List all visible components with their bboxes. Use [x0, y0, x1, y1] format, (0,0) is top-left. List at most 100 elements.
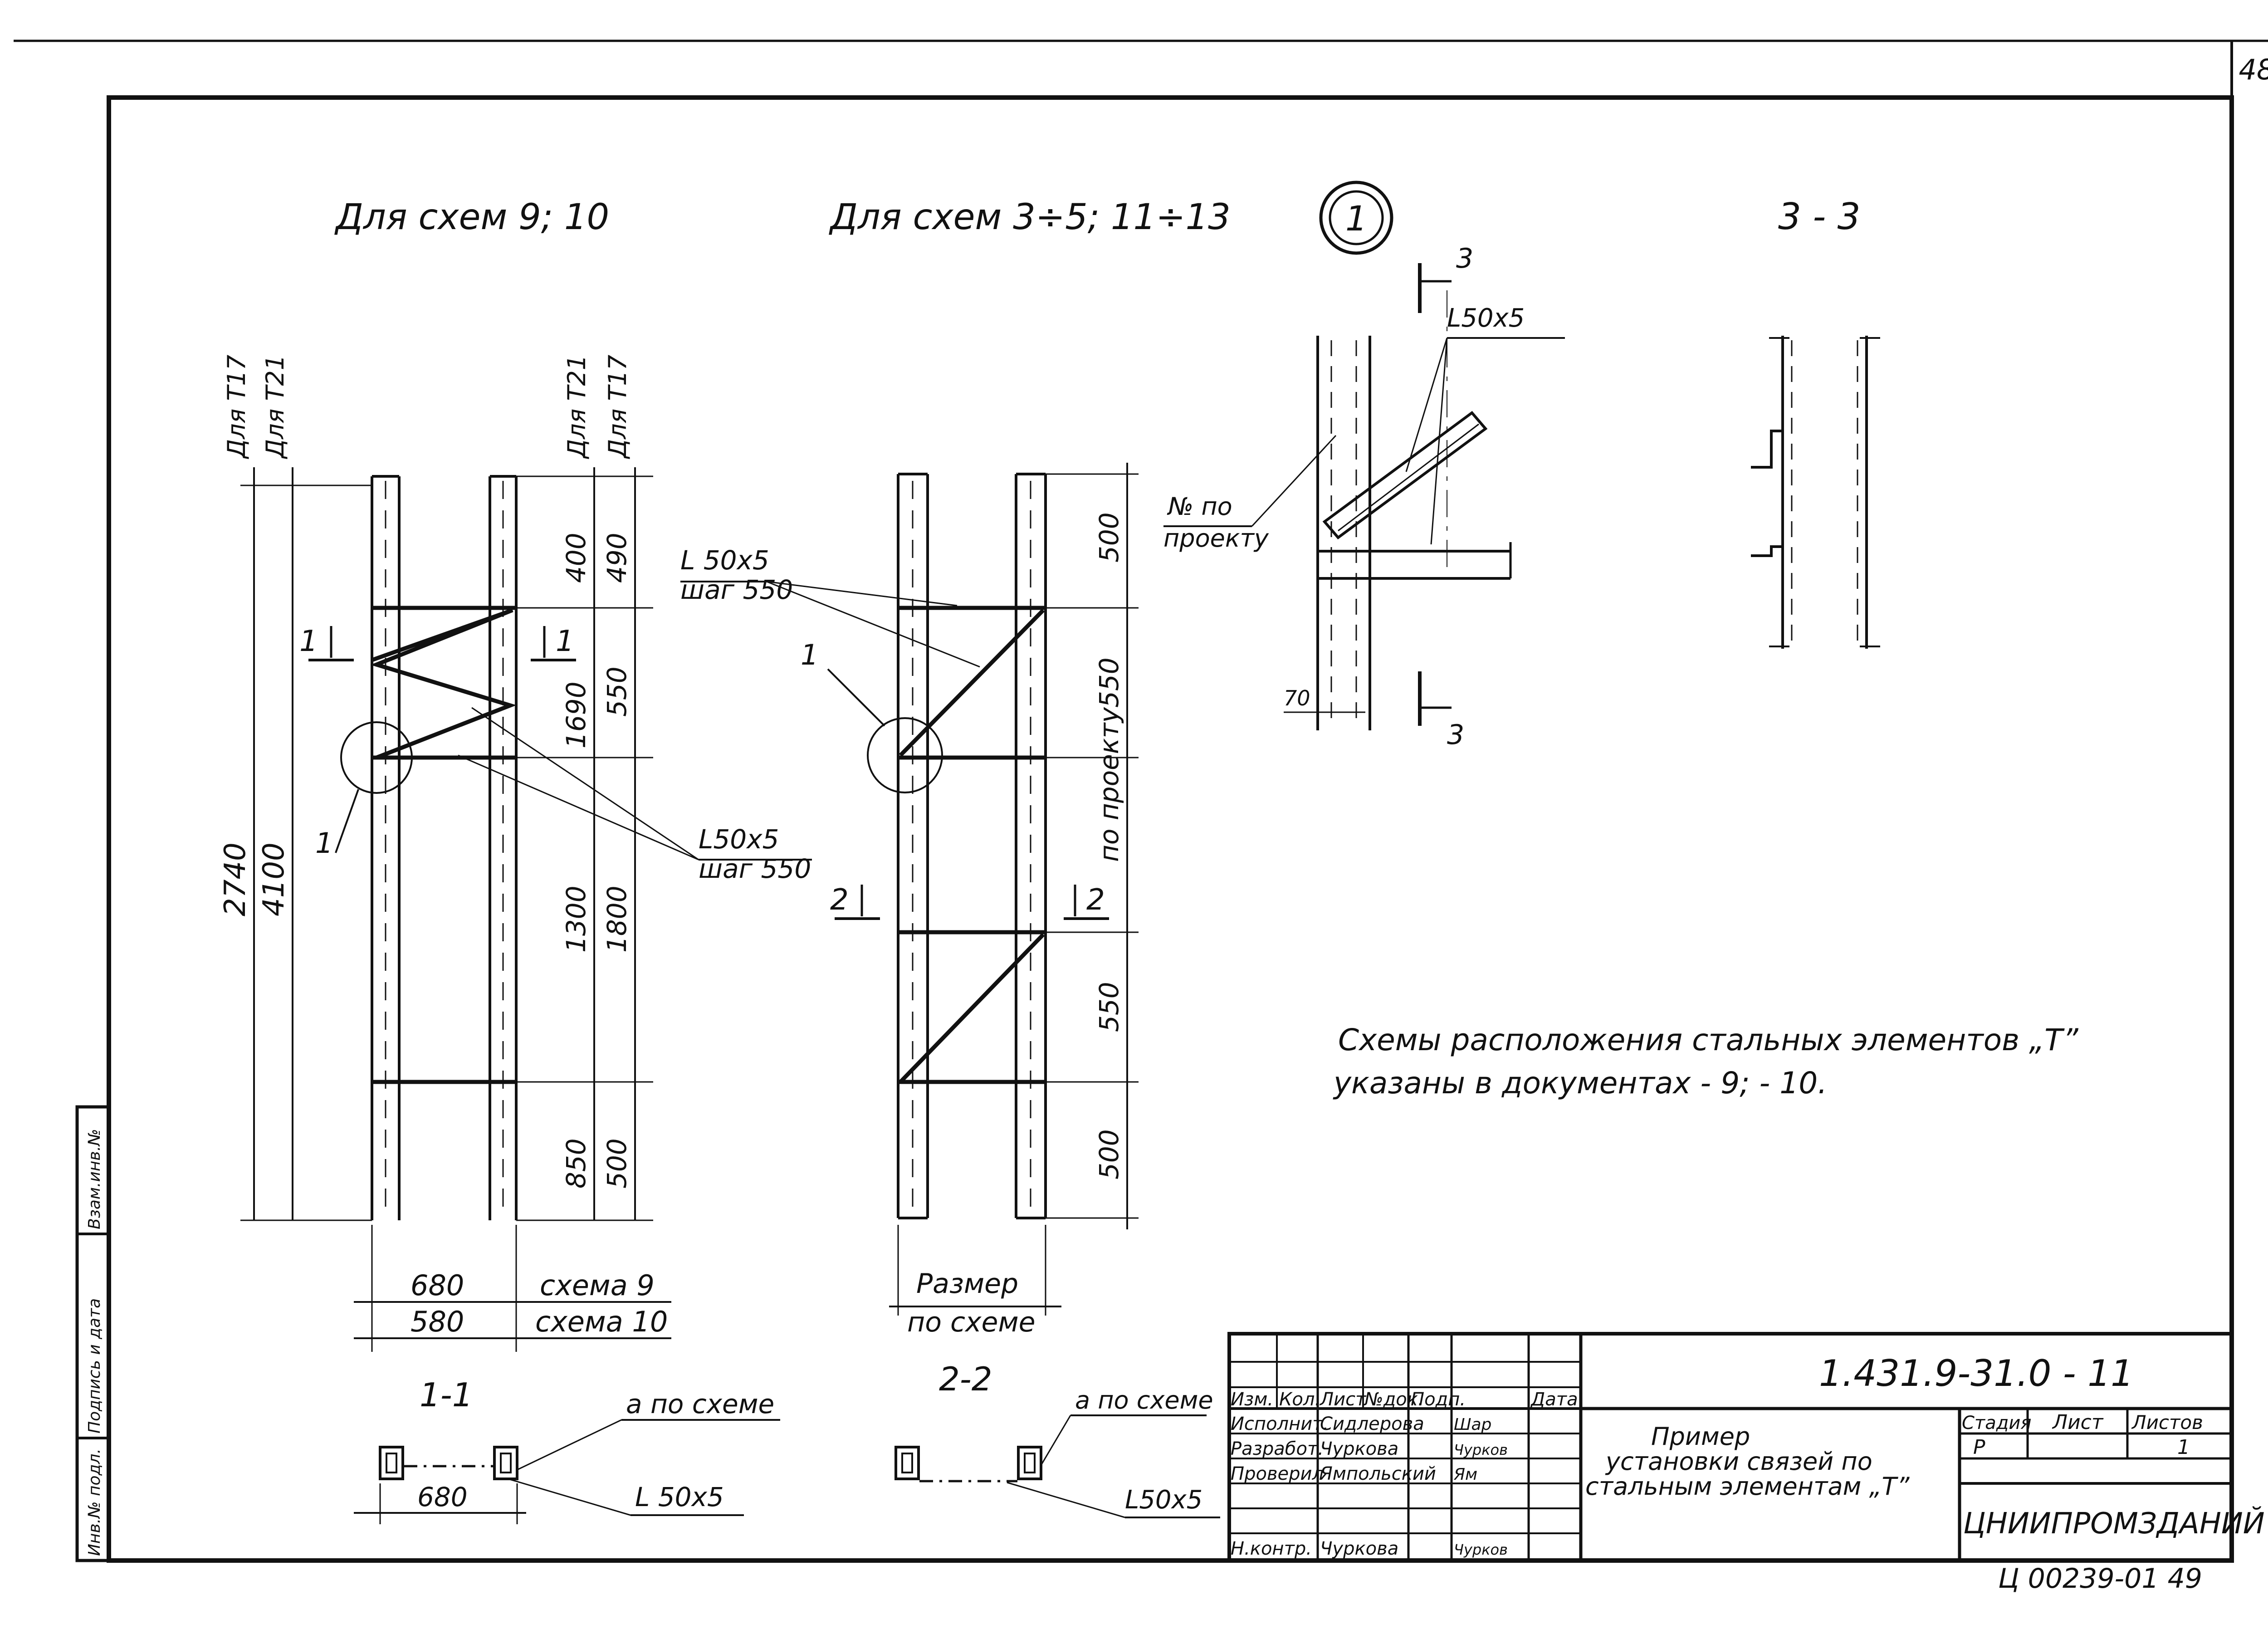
scheme-9-label: схема 9: [540, 1269, 655, 1302]
section-1-1-a-label: а по схеме: [626, 1389, 774, 1419]
tb-name-3: Ямпольский: [1320, 1463, 1436, 1484]
section-2-2-title: 2-2: [939, 1360, 992, 1398]
tb-sign-3: Ям: [1453, 1465, 1477, 1484]
tb-name-5: Чуркова: [1320, 1538, 1398, 1559]
detail-marker: 1: [1319, 181, 1393, 255]
detail-project-label-1: № по: [1167, 492, 1232, 521]
tb-sheet-label: Лист: [2052, 1411, 2104, 1434]
title-block: Изм. Кол. Лист №док. Подп. Дата Исполнит…: [1227, 1332, 2265, 1562]
dim-2740: 2740: [219, 842, 252, 916]
tb-head-kol: Кол.: [1279, 1389, 1320, 1410]
tb-org: ЦНИИПРОМЗДАНИЙ: [1963, 1506, 2265, 1541]
detail-1-drawing: 3 3 L50x5 № по проекту 70: [1163, 243, 1565, 751]
section-1-1-drawing: 1-1 680 а по схеме L 50x5: [354, 1376, 780, 1524]
tb-head-date: Дата: [1530, 1389, 1578, 1410]
dim-t21-4: 850: [561, 1138, 591, 1189]
tb-name-1: Сидлерова: [1320, 1414, 1424, 1434]
archive-number: Ц 00239-01 49: [1998, 1563, 2202, 1595]
middle-detail-callout: 1: [801, 638, 818, 671]
brace-top-label-1: L 50x5: [680, 545, 769, 576]
stamp-inv-number: Инв.№ подл.: [85, 1448, 104, 1556]
cut-mark-left: 1: [299, 625, 318, 658]
tb-sign-2: Чурков: [1454, 1441, 1508, 1458]
middle-drawing: 1 500 550 по проекту 550 500 2 2 Размер …: [801, 463, 1139, 1338]
section-1-1-title: 1-1: [420, 1376, 473, 1414]
detail-angle-label: L50x5: [1447, 303, 1525, 333]
middle-dim-4: 550: [1094, 982, 1124, 1032]
tb-head-doc: №док.: [1364, 1389, 1424, 1410]
right-level-t21: Для Т21: [562, 355, 591, 459]
note-line-1: Схемы расположения стальных элементов „Т…: [1338, 1023, 2078, 1057]
middle-detail-circle: [867, 717, 943, 793]
middle-cut-mark-left: 2: [830, 883, 849, 917]
tb-title-line-1: Пример: [1651, 1422, 1750, 1451]
middle-dim-3: по проекту: [1094, 707, 1124, 862]
cut-mark-right: 1: [556, 625, 574, 658]
note-line-2: указаны в документах - 9; - 10.: [1333, 1066, 1827, 1101]
tb-stage-value: Р: [1973, 1436, 1985, 1459]
tb-head-izm: Изм.: [1231, 1389, 1273, 1410]
page-number: 48: [2239, 53, 2268, 86]
tb-sheets-value: 1: [2177, 1436, 2190, 1459]
tb-sheets-label: Листов: [2131, 1411, 2203, 1434]
tb-doc-code: 1.431.9-31.0 - 11: [1819, 1352, 2134, 1394]
detail-project-label-2: проекту: [1163, 524, 1269, 553]
section-2-2-a-label: а по схеме: [1075, 1386, 1213, 1414]
brace-bottom-label-2: шаг 550: [699, 853, 811, 884]
detail-section-mark-bottom: 3: [1447, 719, 1464, 751]
left-detail-circle: [340, 721, 413, 794]
middle-dim-1: 500: [1094, 512, 1124, 563]
left-level-t17: Для Т17: [222, 355, 251, 459]
left-bracing: [370, 606, 517, 1084]
tb-head-list: Лист: [1319, 1389, 1367, 1410]
section-2-2-drawing: 2-2 а по схеме L50x5: [894, 1360, 1220, 1518]
middle-dim-2: 550: [1094, 657, 1124, 708]
detail-dim-70: 70: [1284, 686, 1310, 710]
middle-size-label-2: по схеме: [907, 1306, 1036, 1338]
tb-sign-5: Чурков: [1454, 1541, 1508, 1558]
tb-role-3: Проверил: [1231, 1463, 1324, 1484]
tb-role-2: Разработ.: [1231, 1438, 1324, 1459]
middle-size-label-1: Размер: [916, 1268, 1018, 1300]
detail-section-mark-top: 3: [1456, 243, 1473, 274]
section-1-1-dim: 680: [417, 1482, 468, 1512]
drawing-frame: [107, 95, 2234, 1563]
middle-column-a: [897, 473, 929, 1219]
left-column-a: [371, 475, 401, 1220]
middle-column-b: [1015, 473, 1047, 1219]
dim-t17-3: 1800: [601, 886, 632, 953]
brace-top-label-2: шаг 550: [680, 574, 793, 605]
dim-t21-1: 400: [561, 533, 591, 583]
tb-role-5: Н.контр.: [1231, 1538, 1312, 1559]
dim-t21-2: 1690: [561, 681, 591, 749]
tb-title-line-3: стальным элементам „Т”: [1585, 1472, 1910, 1501]
dim-4100: 4100: [257, 842, 291, 916]
right-level-t17: Для Т17: [603, 355, 632, 459]
middle-cut-mark-right: 2: [1086, 883, 1105, 917]
tb-name-2: Чуркова: [1320, 1438, 1398, 1459]
middle-dim-5: 500: [1094, 1129, 1124, 1179]
left-drawing: 1 Для Т17 Для Т21 2740 4100 Для Т21 Для …: [219, 355, 980, 1352]
section-1-1-angle-label: L 50x5: [635, 1482, 724, 1512]
side-stamp: Инв.№ подл. Подпись и дата Взам.инв.№: [75, 1105, 111, 1562]
stamp-signature-date: Подпись и дата: [85, 1298, 104, 1434]
brace-bottom-label-1: L50x5: [699, 824, 779, 855]
left-level-t21: Для Т21: [261, 355, 289, 459]
tb-stage-label: Стадия: [1962, 1413, 2031, 1434]
dim-t21-3: 1300: [561, 886, 591, 953]
heading-schemes-3-5-11-13: Для схем 3÷5; 11÷13: [829, 197, 1231, 238]
width-680: 680: [411, 1269, 464, 1302]
heading-section-3-3: 3 - 3: [1778, 196, 1861, 238]
dim-t17-4: 500: [601, 1138, 632, 1189]
middle-bracing: [898, 606, 1046, 1084]
tb-head-sign: Подп.: [1411, 1389, 1466, 1410]
tb-title-line-2: установки связей по: [1605, 1447, 1872, 1476]
left-column-b: [489, 475, 518, 1220]
section-3-3-drawing: [1751, 336, 1880, 649]
dim-t17-1: 490: [601, 533, 632, 583]
heading-schemes-9-10: Для схем 9; 10: [334, 197, 609, 238]
detail-marker-number: 1: [1345, 198, 1367, 239]
tb-sign-1: Шар: [1454, 1415, 1491, 1434]
tb-role-1: Исполнит.: [1231, 1414, 1329, 1434]
